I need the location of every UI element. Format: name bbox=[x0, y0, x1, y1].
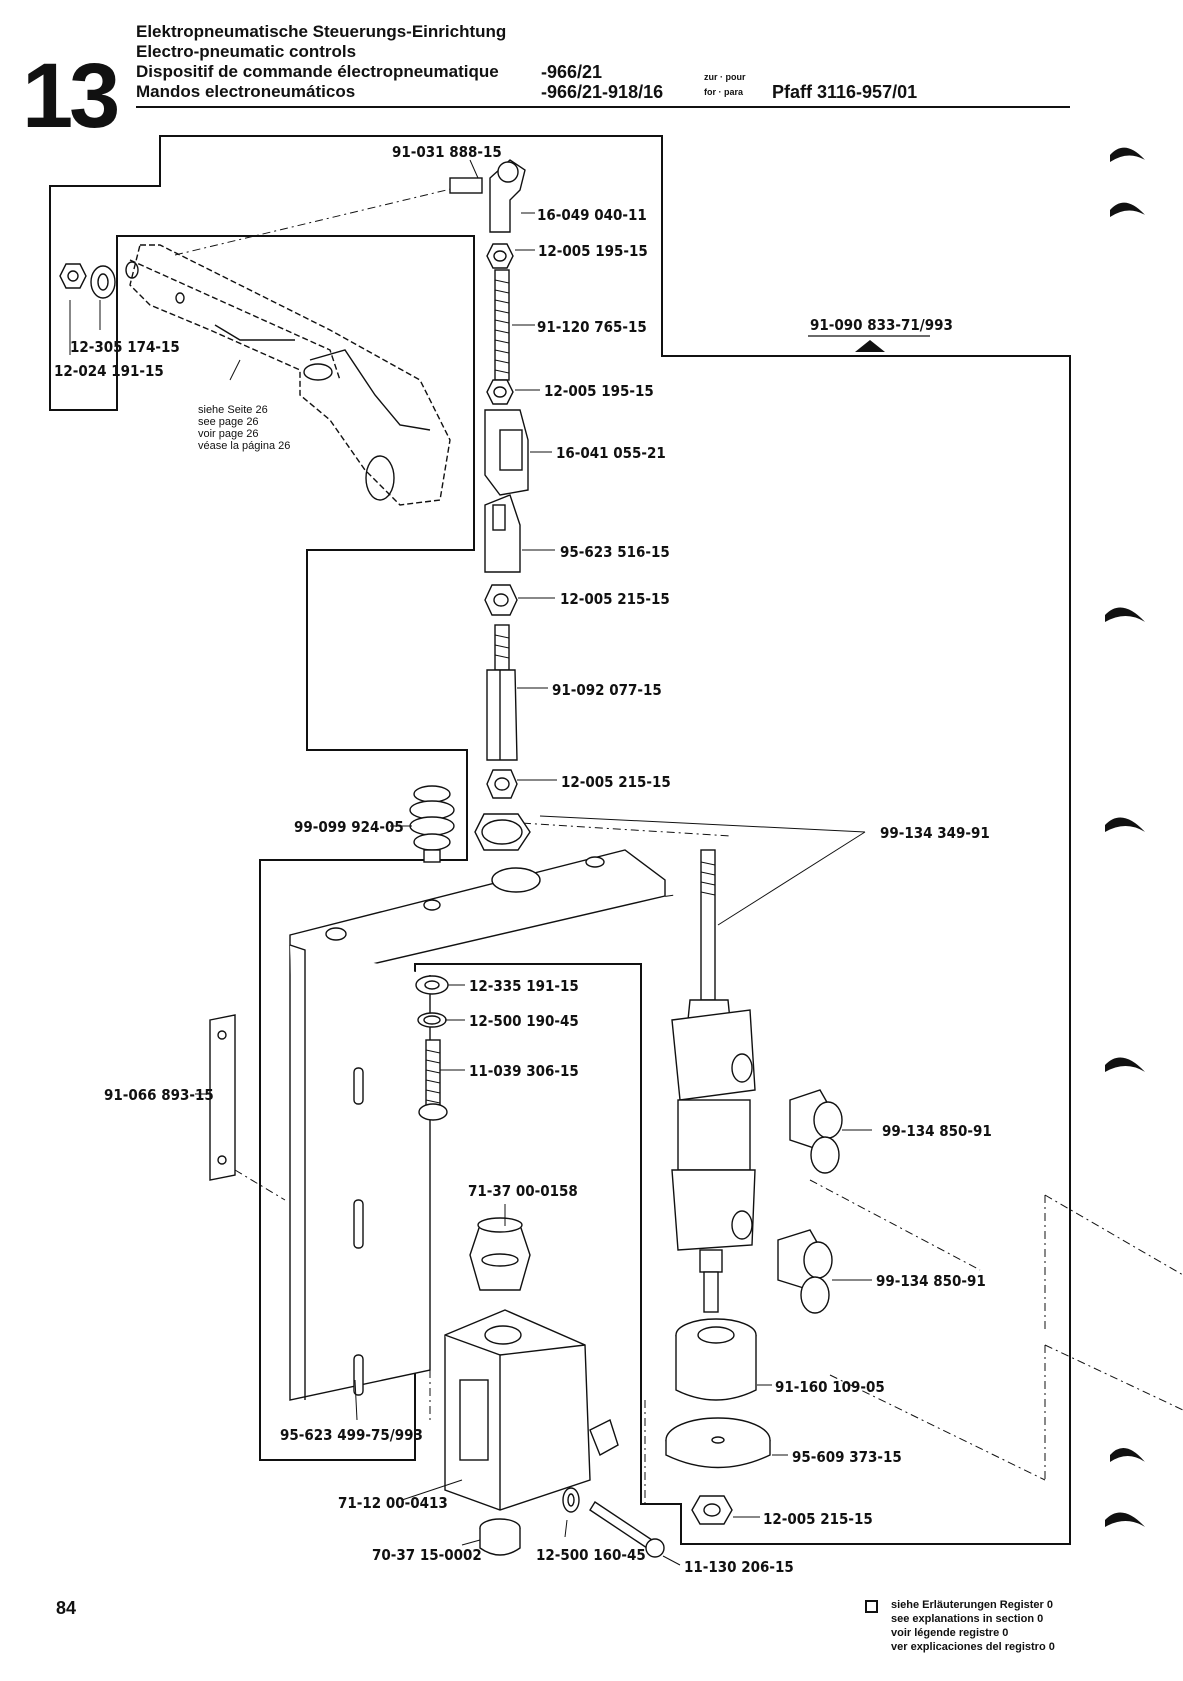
legend-text-en: see explanations in section 0 bbox=[891, 1613, 1044, 1625]
label-99-134-850-91-a: 99-134 850-91 bbox=[882, 1122, 992, 1140]
gasket-strip bbox=[209, 1014, 236, 1181]
label-12-005-215-15-e: 12-005 215-15 bbox=[763, 1510, 873, 1528]
for-label-1: zur · pour bbox=[704, 72, 746, 82]
label-16-041-055-21: 16-041 055-21 bbox=[556, 444, 666, 462]
see-page-en: see page 26 bbox=[198, 416, 259, 428]
label-70-37-15-0002: 70-37 15-0002 bbox=[372, 1546, 482, 1564]
label-91-066-893-15: 91-066 893-15 bbox=[104, 1086, 214, 1104]
label-95-623-499-75-993: 95-623 499-75/993 bbox=[280, 1426, 423, 1444]
see-page-es: véase la página 26 bbox=[198, 440, 290, 452]
label-12-005-215-15-d: 12-005 215-15 bbox=[561, 773, 671, 791]
model-code-1: -966/21 bbox=[541, 62, 603, 82]
label-11-130-206-15: 11-130 206-15 bbox=[684, 1558, 794, 1576]
title-french: Dispositif de commande électropneumatiqu… bbox=[136, 62, 499, 81]
title-spanish: Mandos electroneumáticos bbox=[136, 82, 356, 101]
title-english: Electro-pneumatic controls bbox=[136, 42, 357, 61]
label-95-623-516-15: 95-623 516-15 bbox=[560, 543, 670, 561]
screw-washer-set bbox=[415, 975, 449, 1121]
label-12-500-160-45: 12-500 160-45 bbox=[536, 1546, 646, 1564]
label-12-024-191-15: 12-024 191-15 bbox=[54, 362, 164, 380]
solenoid-valve bbox=[444, 1309, 619, 1511]
legend-box-icon bbox=[865, 1600, 878, 1613]
label-91-092-077-15: 91-092 077-15 bbox=[552, 681, 662, 699]
bracket-plate bbox=[289, 849, 666, 1401]
page-number: 84 bbox=[56, 1598, 77, 1618]
nut-washer-left bbox=[59, 263, 116, 299]
spacer-ring bbox=[675, 1318, 757, 1401]
label-91-160-109-05: 91-160 109-05 bbox=[775, 1378, 885, 1396]
label-99-134-850-91-b: 99-134 850-91 bbox=[876, 1272, 986, 1290]
label-11-039-306-15: 11-039 306-15 bbox=[469, 1062, 579, 1080]
model-code-2: -966/21-918/16 bbox=[541, 82, 664, 102]
see-page-de: siehe Seite 26 bbox=[198, 404, 268, 416]
lever-assembly bbox=[125, 244, 451, 506]
washer-small bbox=[562, 1487, 580, 1513]
section-number: 13 bbox=[22, 45, 120, 147]
vertical-parts-stack bbox=[449, 159, 531, 851]
label-12-500-190-45: 12-500 190-45 bbox=[469, 1012, 579, 1030]
label-12-005-195-15-b: 12-005 195-15 bbox=[544, 382, 654, 400]
label-12-335-191-15: 12-335 191-15 bbox=[469, 977, 579, 995]
machine-model: Pfaff 3116-957/01 bbox=[772, 82, 918, 102]
fitting-elbows bbox=[777, 1089, 843, 1314]
silencer bbox=[409, 785, 455, 863]
label-71-37-00-0158: 71-37 00-0158 bbox=[468, 1182, 578, 1200]
label-91-031-888-15: 91-031 888-15 bbox=[392, 143, 502, 161]
label-95-609-373-15: 95-609 373-15 bbox=[792, 1448, 902, 1466]
legend-text-es: ver explicaciones del registro 0 bbox=[891, 1641, 1055, 1653]
legend-text-fr: voir légende registre 0 bbox=[891, 1627, 1009, 1639]
label-99-134-349-91: 99-134 349-91 bbox=[880, 824, 990, 842]
pneumatic-cylinder bbox=[671, 849, 756, 1313]
binder-marks bbox=[1105, 147, 1145, 1527]
nut-bottom bbox=[691, 1495, 733, 1525]
screw-long bbox=[589, 1501, 665, 1558]
title-german: Elektropneumatische Steuerungs-Einrichtu… bbox=[136, 22, 507, 41]
label-16-049-040-11: 16-049 040-11 bbox=[537, 206, 647, 224]
label-91-120-765-15: 91-120 765-15 bbox=[537, 318, 647, 336]
label-91-090-833-71-993: 91-090 833-71/993 bbox=[810, 316, 953, 334]
main-frame-outline bbox=[49, 135, 1071, 1545]
for-label-2: for · para bbox=[704, 87, 744, 97]
label-12-305-174-15: 12-305 174-15 bbox=[70, 338, 180, 356]
label-99-099-924-05: 99-099 924-05 bbox=[294, 818, 404, 836]
label-12-005-195-15-a: 12-005 195-15 bbox=[538, 242, 648, 260]
label-71-12-00-0413: 71-12 00-0413 bbox=[338, 1494, 448, 1512]
legend-text-de: siehe Erläuterungen Register 0 bbox=[891, 1599, 1053, 1611]
label-12-005-215-15-c: 12-005 215-15 bbox=[560, 590, 670, 608]
see-page-fr: voir page 26 bbox=[198, 428, 259, 440]
reference-triangle bbox=[855, 340, 885, 352]
plug bbox=[479, 1518, 521, 1556]
fitting-71-37 bbox=[469, 1217, 531, 1291]
mounting-disc bbox=[665, 1417, 771, 1469]
header-rule bbox=[136, 106, 1070, 108]
